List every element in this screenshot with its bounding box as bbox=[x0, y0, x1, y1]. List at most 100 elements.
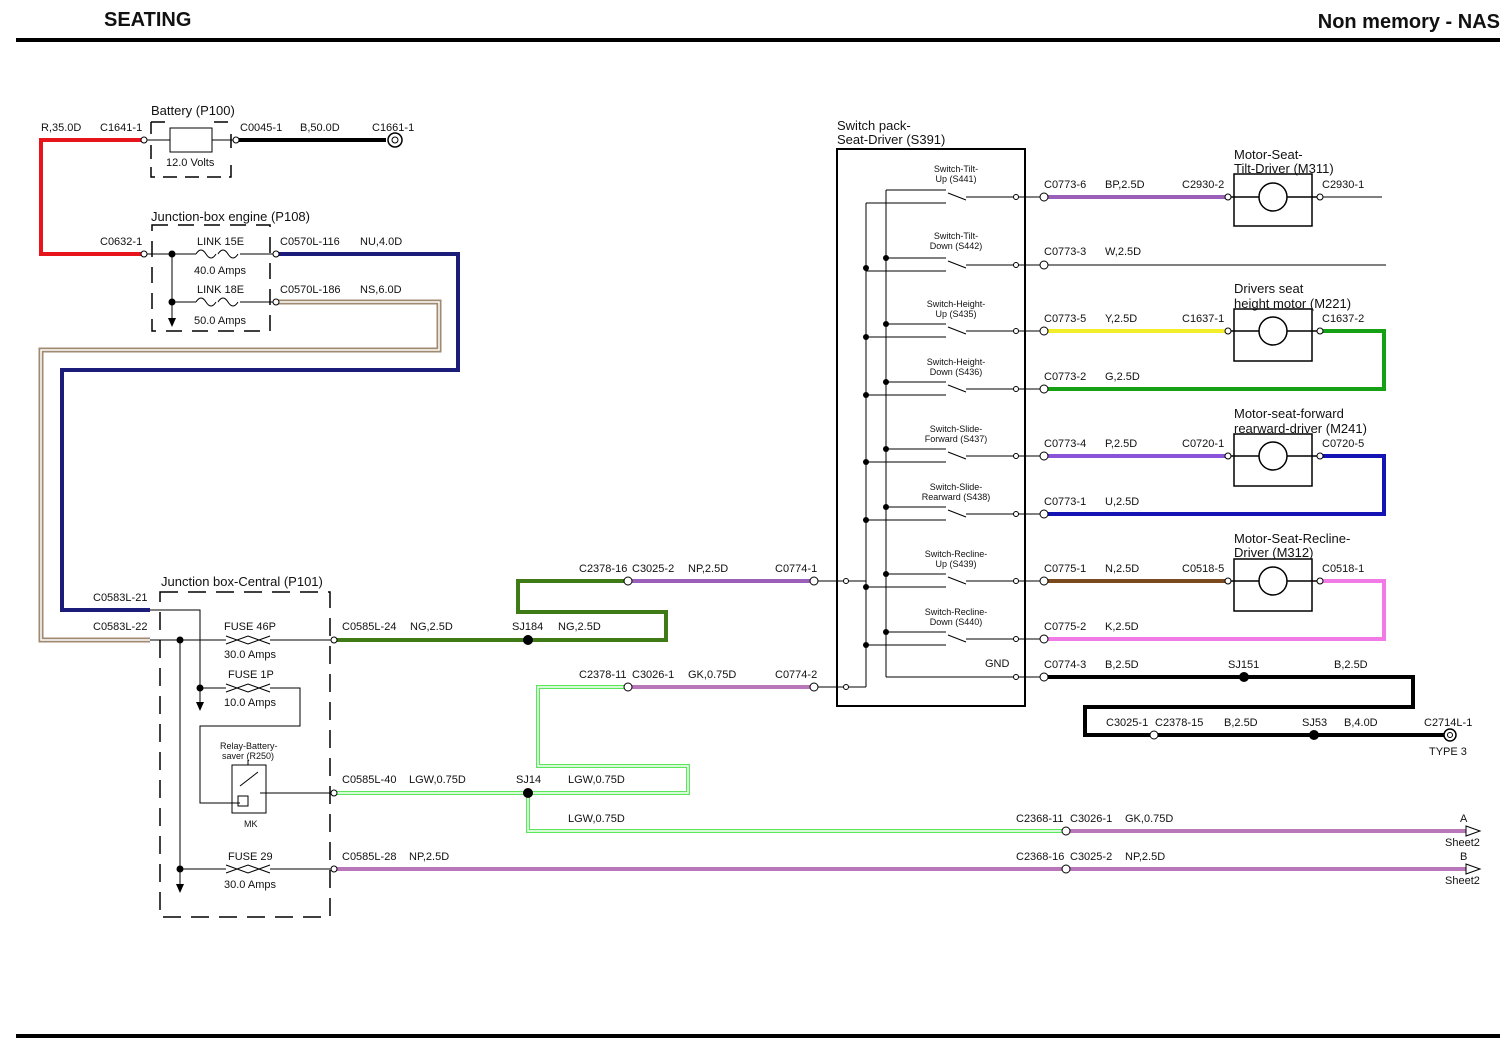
switch-label: Forward (S437) bbox=[925, 434, 988, 444]
wire-label: LGW,0.75D bbox=[568, 813, 625, 825]
connector-icon bbox=[1316, 327, 1324, 335]
connector-label: C2378-11 bbox=[579, 669, 627, 681]
connector-label: C3026-1 bbox=[1070, 813, 1112, 825]
jb-central-label: Junction box-Central (P101) bbox=[161, 574, 323, 589]
motor-label: Tilt-Driver (M311) bbox=[1234, 161, 1334, 176]
battery-cells bbox=[169, 127, 213, 153]
sheet-arrows bbox=[1465, 825, 1482, 875]
connector-icon bbox=[809, 576, 819, 586]
connector-label: C0774-3 bbox=[1044, 659, 1086, 671]
splice-label: SJ53 bbox=[1302, 717, 1327, 729]
connector-label: C2368-16 bbox=[1016, 851, 1064, 863]
wire-label: B,2.5D bbox=[1334, 659, 1368, 671]
wire-label: GK,0.75D bbox=[688, 669, 736, 681]
page-subtitle: Non memory - NAS bbox=[1318, 11, 1500, 33]
wire-label: B,2.5D bbox=[1105, 659, 1139, 671]
wire-label: LGW,0.75D bbox=[568, 774, 625, 786]
gnd-label: GND bbox=[985, 658, 1010, 670]
connector-label: C0585L-24 bbox=[342, 621, 396, 633]
splice-sj53-dot bbox=[1309, 730, 1319, 740]
fuse-amps: 30.0 Amps bbox=[224, 879, 276, 891]
connector-label: C2378-16 bbox=[579, 563, 627, 575]
switch-pack-label: Seat-Driver (S391) bbox=[837, 132, 945, 147]
wire-label: B,50.0D bbox=[300, 122, 340, 134]
splice-sj184-dot bbox=[523, 635, 533, 645]
wire-label: BP,2.5D bbox=[1105, 179, 1145, 191]
connector-label: C0570L-116 bbox=[280, 236, 340, 248]
battery-label: Battery (P100) bbox=[151, 103, 235, 118]
motor-label: Driver (M312) bbox=[1234, 545, 1313, 560]
connector-icon bbox=[330, 865, 338, 873]
connector-label: C0583L-21 bbox=[93, 592, 147, 604]
fuse1p-icon bbox=[225, 683, 271, 693]
sheet-ref-letter: B bbox=[1460, 851, 1467, 863]
connector-icon bbox=[1316, 577, 1324, 585]
wires bbox=[38, 138, 1466, 871]
jb-engine-box bbox=[151, 224, 271, 332]
switch-label: Switch-Slide- bbox=[930, 424, 983, 434]
connector-icon bbox=[1224, 452, 1232, 460]
switch-label: Rearward (S438) bbox=[922, 492, 991, 502]
connector-icon bbox=[1039, 192, 1049, 202]
motor-label: Motor-Seat- bbox=[1234, 147, 1303, 162]
connector-label: C0773-5 bbox=[1044, 313, 1086, 325]
switch-label: Switch-Recline- bbox=[925, 549, 988, 559]
wire-label: NP,2.5D bbox=[688, 563, 728, 575]
fuse-amps: 40.0 Amps bbox=[194, 265, 246, 277]
motor-m311-box bbox=[1233, 173, 1313, 227]
connector-symbols bbox=[140, 132, 1457, 874]
switch-label: Switch-Height- bbox=[927, 299, 986, 309]
motor-label: Drivers seat bbox=[1234, 281, 1304, 296]
connector-icon bbox=[1149, 730, 1159, 740]
sheet-ref: Sheet2 bbox=[1445, 875, 1480, 887]
switch-label: Down (S442) bbox=[930, 241, 983, 251]
wire-label: N,2.5D bbox=[1105, 563, 1139, 575]
splice-sj14-dot bbox=[523, 788, 533, 798]
wire-label: NG,2.5D bbox=[410, 621, 453, 633]
wire-u bbox=[1046, 454, 1386, 516]
wire-label: LGW,0.75D bbox=[409, 774, 466, 786]
connector-icon bbox=[140, 250, 148, 258]
fuse-label: FUSE 1P bbox=[228, 669, 274, 681]
wire-k bbox=[1046, 579, 1386, 641]
relay-label: saver (R250) bbox=[222, 751, 274, 761]
link15e-icon bbox=[195, 249, 239, 259]
relay-coil-icon bbox=[237, 771, 259, 807]
relay-label: Relay-Battery- bbox=[220, 741, 278, 751]
connector-icon bbox=[1061, 826, 1071, 836]
connector-icon bbox=[1039, 384, 1049, 394]
component-outlines bbox=[150, 121, 1313, 918]
connector-icon bbox=[809, 682, 819, 692]
connector-icon bbox=[1039, 576, 1049, 586]
connector-icon bbox=[1039, 634, 1049, 644]
connector-label: C0774-1 bbox=[775, 563, 817, 575]
connector-label: C2714L-1 bbox=[1424, 717, 1472, 729]
connector-label: C0773-4 bbox=[1044, 438, 1086, 450]
motor-m241-box bbox=[1233, 433, 1313, 487]
switch-pack-box bbox=[836, 148, 1026, 707]
wire-label: B,4.0D bbox=[1344, 717, 1378, 729]
switch-label: Up (S435) bbox=[935, 309, 976, 319]
wire-label: B,2.5D bbox=[1224, 717, 1258, 729]
connector-icon bbox=[1224, 327, 1232, 335]
connector-label: C0518-5 bbox=[1182, 563, 1224, 575]
motor-label: height motor (M221) bbox=[1234, 296, 1351, 311]
connector-label: C0720-5 bbox=[1322, 438, 1364, 450]
connector-label: C0585L-40 bbox=[342, 774, 396, 786]
fuse46p-icon bbox=[225, 635, 271, 645]
connector-label: C2930-2 bbox=[1182, 179, 1224, 191]
connector-label: C0773-1 bbox=[1044, 496, 1086, 508]
battery-volts: 12.0 Volts bbox=[166, 157, 215, 169]
connector-icon bbox=[623, 682, 633, 692]
connector-label: C0570L-186 bbox=[280, 284, 341, 296]
splice-dots bbox=[168, 250, 1319, 873]
connector-label: C3025-2 bbox=[632, 563, 674, 575]
connector-label: C1637-2 bbox=[1322, 313, 1364, 325]
connector-icon bbox=[330, 636, 338, 644]
connector-icon bbox=[330, 789, 338, 797]
fuse-label: LINK 18E bbox=[197, 284, 244, 296]
connector-label: C0773-2 bbox=[1044, 371, 1086, 383]
switch-blades bbox=[947, 192, 967, 643]
wire-label: P,2.5D bbox=[1105, 438, 1137, 450]
switch-label: Up (S441) bbox=[935, 174, 976, 184]
